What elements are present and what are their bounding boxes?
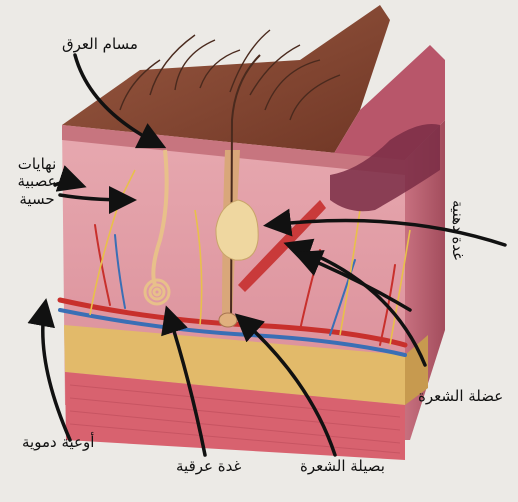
label-sebaceous-gland: غدة دهنية [449, 200, 466, 260]
label-sensory-nerve-endings: نهايات عصبية حسية [8, 156, 66, 208]
label-blood-vessels: أوعية دموية [22, 434, 94, 451]
label-sensory-line3: حسية [8, 191, 66, 208]
label-sensory-line2: عصبية [8, 173, 66, 190]
label-sweat-gland: غدة عرقية [176, 458, 241, 475]
label-sensory-line1: نهايات [8, 156, 66, 173]
label-hair-bulb: بصيلة الشعرة [300, 458, 385, 475]
label-hair-muscle: عضلة الشعرة [418, 388, 503, 405]
hair-bulb [219, 313, 237, 327]
label-sweat-pore: مسام العرق [62, 36, 138, 53]
